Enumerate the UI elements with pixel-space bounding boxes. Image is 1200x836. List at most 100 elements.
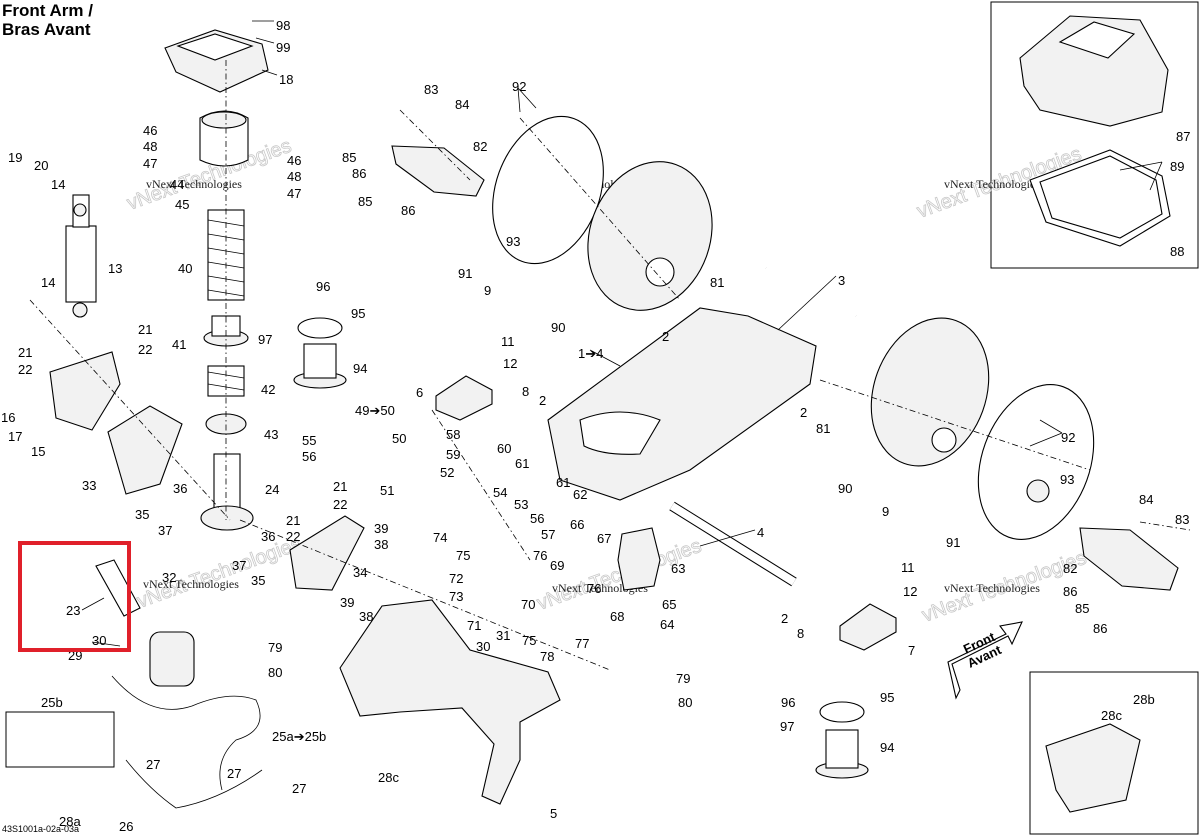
callout-c62: 62 [573,487,587,502]
callout-c61a: 61 [515,456,529,471]
callout-c98: 98 [276,18,290,33]
callout-c27b: 27 [227,766,241,781]
callout-c54: 54 [493,485,507,500]
callout-c34: 34 [353,565,367,580]
callout-c83a: 83 [424,82,438,97]
callout-c52: 52 [440,465,454,480]
callout-labels: 9899184648474445464847192014131440414243… [1,18,1190,834]
callout-c99: 99 [276,40,290,55]
callout-c86a: 86 [352,166,366,181]
part-44-cradle [199,110,249,167]
callout-c75a: 75 [456,548,470,563]
callout-c85a: 85 [342,150,356,165]
callout-c84b: 84 [1139,492,1153,507]
callout-c46b: 46 [287,153,301,168]
part-94-bellows-top [293,317,347,389]
callout-c95a: 95 [351,306,365,321]
callout-c87: 87 [1176,129,1190,144]
callout-c22c: 22 [333,497,347,512]
callout-c58: 58 [446,427,460,442]
callout-c70: 70 [521,597,535,612]
part-7-mount [839,603,897,651]
callout-c74: 74 [433,530,447,545]
part-28c-inset [1045,723,1141,813]
callout-c95b: 95 [880,690,894,705]
callout-c22b: 22 [18,362,32,377]
callout-c21d: 21 [286,513,300,528]
callout-c94a: 94 [353,361,367,376]
inset-box-bottom-right [1029,671,1199,835]
callout-c4: 4 [757,525,764,540]
callout-c55: 55 [302,433,316,448]
callout-c1to4: 1➔4 [578,346,603,361]
callout-c47b: 47 [287,186,301,201]
callout-c56b: 56 [530,511,544,526]
callout-c27c: 27 [292,781,306,796]
callout-c96b: 96 [781,695,795,710]
callout-c33: 33 [82,478,96,493]
callout-c28c2: 28c [1101,708,1122,723]
callout-c44: 44 [170,177,184,192]
callout-c75b: 75 [522,633,536,648]
callout-c79a: 79 [268,640,282,655]
callout-c68: 68 [610,609,624,624]
part-87-cover [1019,15,1169,127]
callout-c31: 31 [496,628,510,643]
callout-c22a: 22 [138,342,152,357]
callout-c2b: 2 [539,393,546,408]
callout-c92a: 92 [512,79,526,94]
callout-c63: 63 [671,561,685,576]
watermark-text: vNext Technologies [146,177,242,191]
part-88-gasket [1029,149,1171,247]
callout-c94b: 94 [880,740,894,755]
callout-c27a: 27 [146,757,160,772]
drawing-reference: 43S1001a-02a-03a [2,824,80,834]
part-4-long-shaft [669,501,797,587]
callout-c5: 5 [550,806,557,821]
callout-c40: 40 [178,261,192,276]
callout-c76b: 76 [587,581,601,596]
callout-c91a: 91 [458,266,472,281]
callout-c80a: 80 [268,665,282,680]
callout-c30b: 30 [476,639,490,654]
callout-c81a: 81 [710,275,724,290]
callout-c97a: 97 [258,332,272,347]
front-direction-arrow: Front Avant [947,621,1023,700]
callout-c89: 89 [1170,159,1184,174]
callout-c86c: 86 [1063,584,1077,599]
callout-c28b: 28b [1133,692,1155,707]
callout-c35b: 35 [251,573,265,588]
callout-c72: 72 [449,571,463,586]
callout-c25a: 25a➔25b [272,729,326,744]
part-63-block [617,527,661,591]
callout-c7: 7 [908,643,915,658]
inset-box-top-right [990,1,1199,269]
part-13-shock [65,194,97,318]
part-91-ring-right [977,384,1095,540]
part-3-shaft [764,264,858,320]
part-18-top-bracket [164,29,269,93]
diagram-title: Front Arm / Bras Avant [2,1,93,39]
callout-c69: 69 [550,558,564,573]
callout-c36a: 36 [173,481,187,496]
callout-c9b: 9 [882,504,889,519]
callout-c80b: 80 [678,695,692,710]
callout-c85c: 85 [1075,601,1089,616]
part-90-wheel-top [587,161,713,311]
part-25a-cable [111,675,263,809]
callout-c78: 78 [540,649,554,664]
part-15-bracket [49,351,121,431]
callout-c53: 53 [514,497,528,512]
callout-c12a: 12 [503,356,517,371]
part-34-bracket [289,515,365,591]
callout-c2d: 2 [781,611,788,626]
title-english: Front Arm / [2,1,93,20]
callout-c22d: 22 [286,529,300,544]
callout-c41: 41 [172,337,186,352]
callout-c49: 49➔50 [355,403,395,418]
callout-c14a: 14 [51,177,65,192]
callout-c28a: 28a [59,814,81,829]
callout-c3: 3 [838,273,845,288]
callout-c47a: 47 [143,156,157,171]
